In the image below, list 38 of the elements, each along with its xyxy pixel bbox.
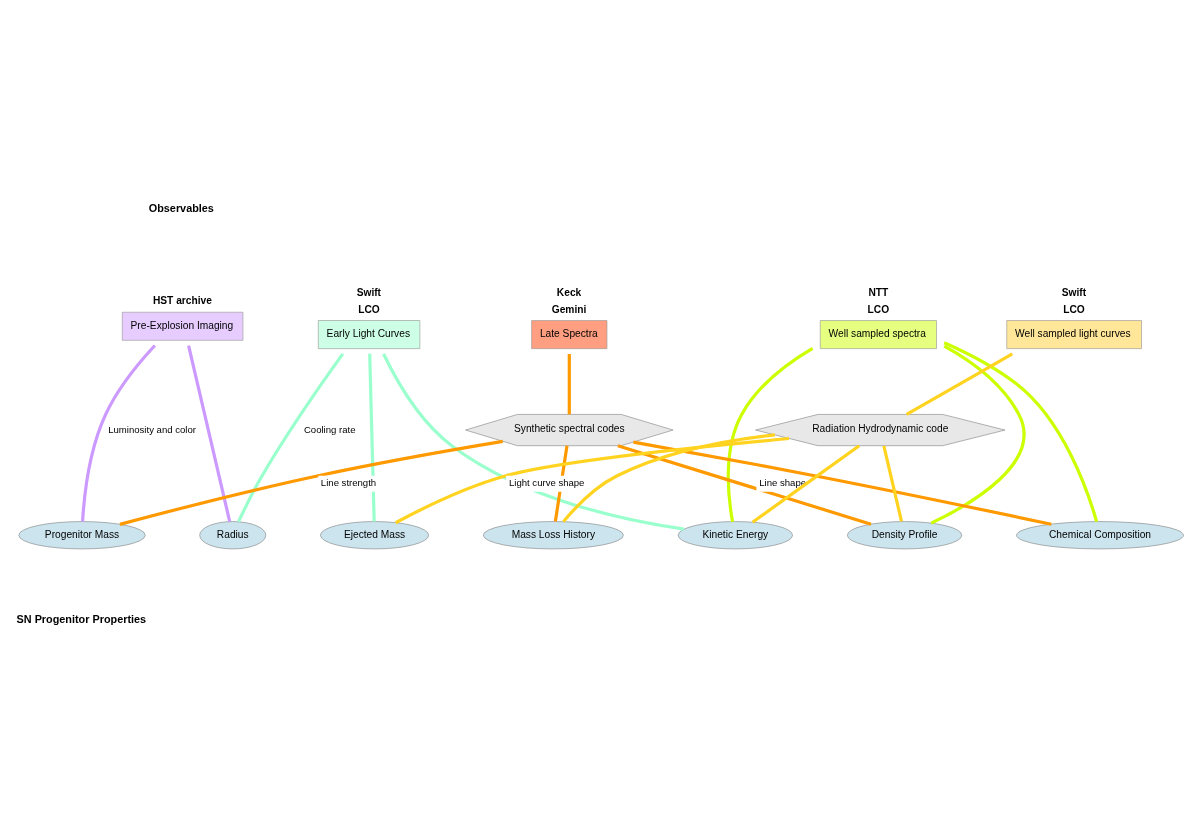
label: SN Progenitor Properties — [16, 612, 147, 625]
node-ellipse: Chemical Composition — [1016, 521, 1184, 550]
node-label: Swift — [356, 287, 382, 299]
connector — [882, 445, 904, 522]
connector — [81, 344, 157, 522]
connector — [633, 440, 1052, 526]
node-ellipse: Radius — [199, 521, 267, 550]
node-ellipse: Mass Loss History — [482, 521, 624, 550]
node-label: Keck — [556, 287, 582, 299]
node-label: Swift — [1061, 287, 1087, 299]
connector — [562, 433, 776, 523]
node-ellipse: Kinetic Energy — [677, 521, 793, 550]
connector — [119, 439, 503, 526]
node-label: Gemini — [551, 303, 587, 315]
label: Observables — [148, 202, 214, 215]
connector — [726, 346, 814, 522]
node-label: HST archive — [152, 295, 212, 307]
connector — [187, 345, 232, 522]
node-ellipse: Progenitor Mass — [18, 521, 146, 550]
edge-label: Cooling rate — [303, 423, 356, 435]
connector — [382, 353, 685, 531]
edge-label: Line strength — [320, 477, 377, 489]
node-ellipse: Ejected Mass — [320, 521, 429, 550]
node-label: LCO — [867, 303, 890, 315]
edge-label: Luminosity and color — [108, 423, 196, 435]
node-ellipse: Density Profile — [847, 521, 963, 550]
connector — [943, 341, 1099, 523]
connector — [237, 353, 345, 523]
node-label: LCO — [1063, 303, 1085, 315]
connector — [930, 344, 1026, 525]
node-label: LCO — [358, 303, 380, 315]
edge-label: Light curve shape — [508, 477, 585, 489]
connector — [368, 353, 376, 522]
connector — [751, 444, 861, 524]
connector — [905, 352, 1014, 416]
connector — [567, 354, 571, 415]
node-label: NTT — [868, 287, 889, 299]
connector — [617, 444, 872, 526]
